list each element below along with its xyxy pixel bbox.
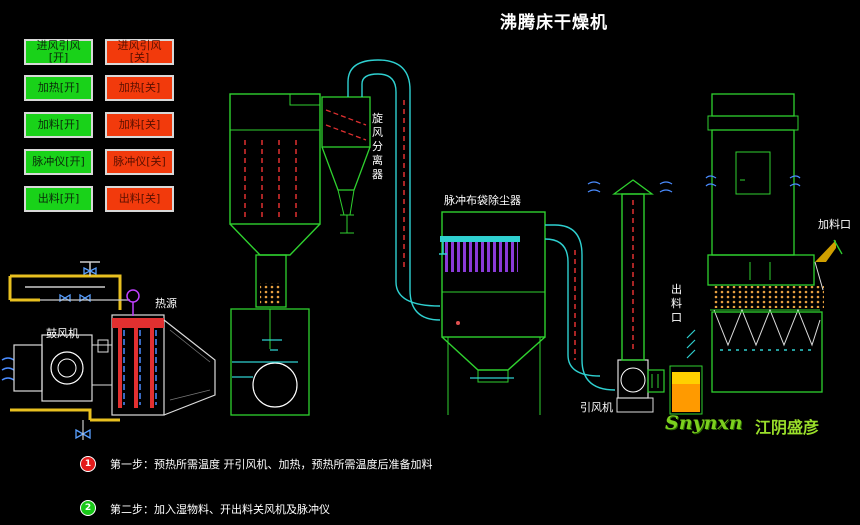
step-2-text: 第二步：加入湿物料、开出料关风机及脉冲仪 [110, 503, 330, 516]
bag-filter [439, 211, 616, 415]
discharge-off-button[interactable]: 出料[关] [105, 186, 174, 212]
induced-fan-unit [587, 179, 696, 413]
fuel-pipes [8, 261, 130, 440]
feed-off-button[interactable]: 加料[关] [105, 112, 174, 138]
brand-name: 江阴盛彦 [755, 418, 820, 437]
step-1-badge: 1 [80, 456, 96, 472]
heater [111, 289, 216, 416]
cyclone-separator [289, 59, 441, 321]
heat-on-button[interactable]: 加热[开] [24, 75, 93, 101]
induced-fan-label: 引风机 [580, 401, 613, 414]
pulse-on-button[interactable]: 脉冲仪[开] [24, 149, 93, 175]
discharge-label: 出料口 [671, 283, 682, 324]
fluid-bed-dryer [669, 93, 843, 415]
blower-label: 鼓风机 [46, 327, 79, 340]
feed-on-button[interactable]: 加料[开] [24, 112, 93, 138]
discharge-on-button[interactable]: 出料[开] [24, 186, 93, 212]
heat-off-button[interactable]: 加热[关] [105, 75, 174, 101]
heat-source-label: 热源 [155, 297, 177, 310]
cyclone-label: 旋风分离器 [372, 112, 383, 181]
pulse-off-button[interactable]: 脉冲仪[关] [105, 149, 174, 175]
blower-unit [1, 334, 113, 402]
dust-collector-label: 脉冲布袋除尘器 [444, 194, 521, 207]
feed-inlet-label: 加料口 [818, 218, 851, 231]
fan-on-button[interactable]: 进风引风 [开] [24, 39, 93, 65]
page-title: 沸腾床干燥机 [500, 13, 608, 33]
fan-off-button[interactable]: 进风引风 [关] [105, 39, 174, 65]
brand-logo: Snynxn [665, 412, 743, 434]
step-2-badge: 2 [80, 500, 96, 516]
step-1-text: 第一步：预热所需温度 开引风机、加热，预热所需温度后准备加料 [110, 458, 433, 471]
drying-tower [229, 93, 321, 416]
